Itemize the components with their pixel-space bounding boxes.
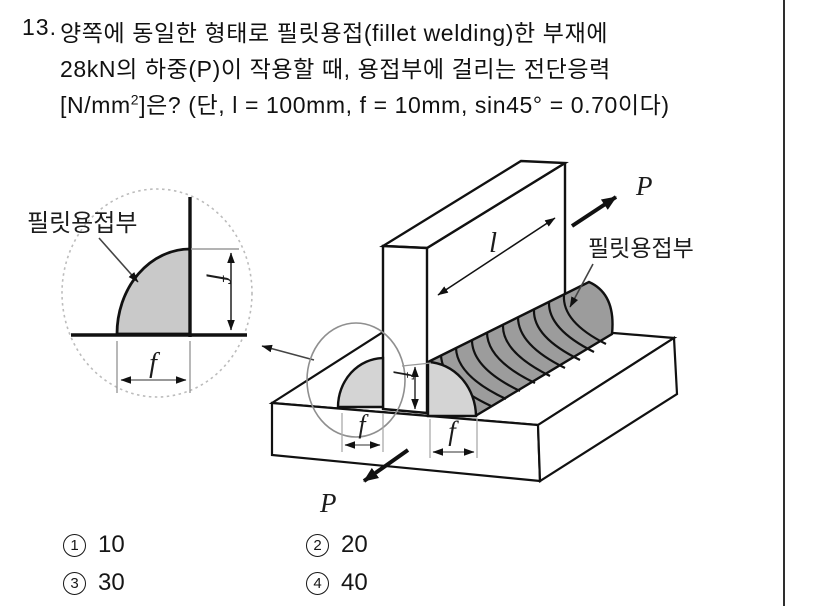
- question-line-3-pre: [N/mm: [60, 92, 131, 118]
- detail-leader-arrow: [98, 237, 139, 283]
- choice-3-marker: 3: [63, 571, 86, 595]
- detail-boundary-circle: [61, 188, 253, 398]
- detail-connector-arrow: [261, 344, 315, 361]
- question-line-3-post: ]은? (단, l = 100mm, f = 10mm, sin45° = 0.…: [139, 92, 670, 118]
- dimension-l: [437, 217, 556, 296]
- choice-1-marker: 1: [63, 533, 86, 557]
- weld-diagram: 필릿용접부 f f: [27, 159, 694, 518]
- magnifier-circle: [306, 322, 406, 438]
- dimension-f-left-label: f: [358, 410, 369, 439]
- question-line-2: 28kN의 하중(P)이 작용할 때, 용접부에 걸리는 전단응력: [60, 56, 611, 82]
- question-number: 13.: [22, 14, 57, 40]
- weld-bead: [336, 280, 614, 418]
- choice-2[interactable]: 2 20: [306, 531, 368, 559]
- load-arrow-bottom: [362, 448, 410, 483]
- load-arrow-top: [570, 195, 618, 228]
- weld-end-face-left: [336, 356, 385, 409]
- choice-4-value: 40: [341, 569, 368, 596]
- detail-view: 필릿용접부 f f: [27, 188, 253, 398]
- choice-1-value: 10: [98, 531, 125, 558]
- extension-line: [401, 362, 432, 367]
- choice-4[interactable]: 4 40: [306, 569, 368, 597]
- choice-1[interactable]: 1 10: [63, 531, 125, 559]
- base-plate-end-face: [536, 336, 679, 483]
- iso-weld-label: 필릿용접부: [588, 236, 694, 261]
- iso-view: l P P 필릿용접부 f f f: [268, 159, 694, 518]
- dimension-f-weld-height-label: f: [393, 371, 418, 380]
- load-label-top: P: [635, 171, 653, 201]
- dimension-l-label: l: [489, 227, 497, 259]
- superscript-2: 2: [130, 91, 140, 108]
- weld-bead-ripples: [439, 294, 607, 407]
- dimension-f-horizontal-label: f: [149, 348, 160, 379]
- weld-end-face-right: [426, 360, 478, 418]
- iso-weld-leader-arrow: [569, 263, 594, 308]
- detail-weld-cross-section: [115, 247, 192, 336]
- choice-4-marker: 4: [306, 571, 329, 595]
- column-divider-line: [783, 0, 785, 606]
- question-line-1: 양쪽에 동일한 형태로 필릿용접(fillet welding)한 부재에: [60, 20, 609, 46]
- question-line-3: [N/mm2]은? (단, l = 100mm, f = 10mm, sin45…: [60, 86, 670, 120]
- choice-3-value: 30: [98, 569, 125, 596]
- load-label-bottom: P: [319, 488, 337, 518]
- choice-2-marker: 2: [306, 533, 329, 557]
- choice-2-value: 20: [341, 531, 368, 558]
- detail-weld-label: 필릿용접부: [27, 210, 137, 237]
- choice-3[interactable]: 3 30: [63, 569, 125, 597]
- dimension-f-right-label: f: [448, 416, 459, 446]
- dimension-f-vertical-label: f: [206, 274, 235, 285]
